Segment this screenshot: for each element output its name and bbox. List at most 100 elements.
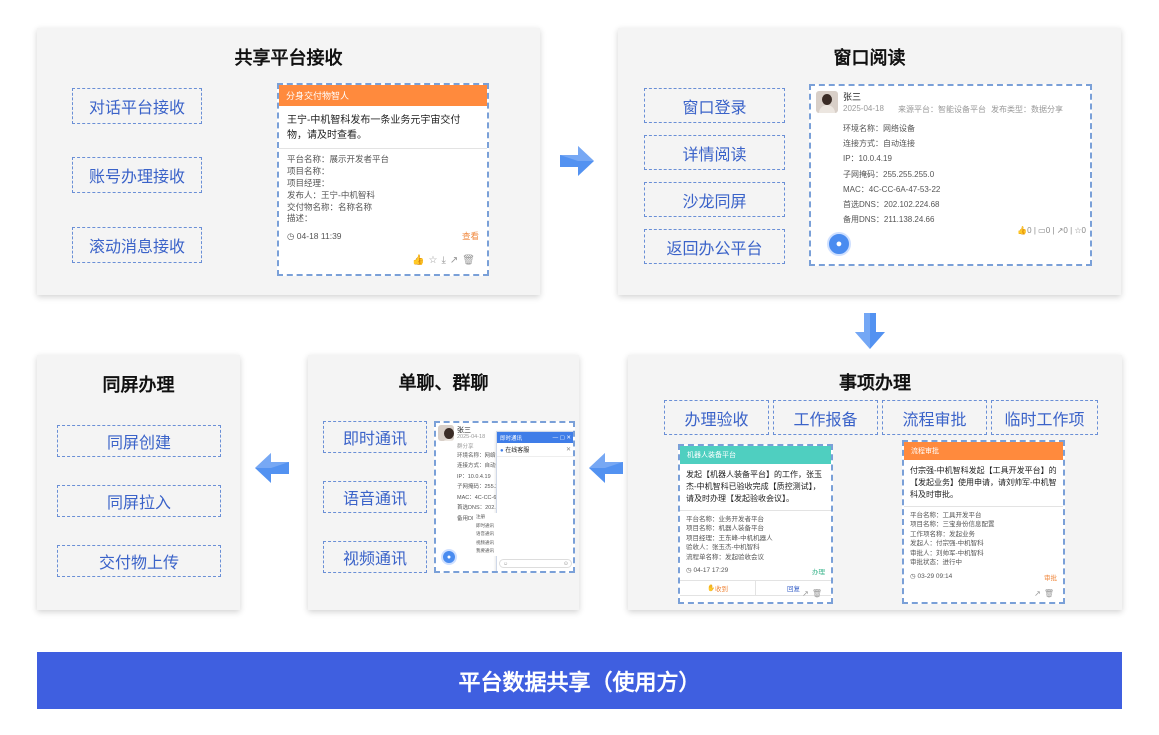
share-icon[interactable]: ↗ xyxy=(1056,226,1064,235)
card-fields: 平台名称：工具开发平台 项目名称：三宝身份信息配置 工作项名称：发起业务 发起人… xyxy=(910,512,995,567)
panel-affairs: 事项办理 办理验收 工作报备 流程审批 临时工作项 机器人装备平台 发起【机器人… xyxy=(628,355,1122,610)
field-platform: 平台名称：展示开发者平台 xyxy=(287,154,390,164)
share-icon[interactable]: ↗ xyxy=(1034,589,1044,598)
trash-icon[interactable]: 🗑 xyxy=(1043,589,1057,598)
field-desc: 描述： xyxy=(287,213,313,224)
field-project: 项目名称： xyxy=(287,165,330,176)
user-name: 张三 xyxy=(843,92,862,102)
chip-dialog-receive[interactable]: 对话平台接收 xyxy=(72,88,202,124)
acceptance-card: 机器人装备平台 发起【机器人装备平台】的工作，张玉杰-中机智科已验收完成【质控测… xyxy=(678,444,833,604)
panel-title: 单聊、群聊 xyxy=(398,373,489,393)
chip-screen-create[interactable]: 同屏创建 xyxy=(57,425,221,457)
field-dns1: 首选DNS：202.102.224.68 xyxy=(843,199,940,209)
chip-acceptance[interactable]: 办理验收 xyxy=(664,400,769,435)
chip-account-receive[interactable]: 账号办理接收 xyxy=(72,157,202,193)
field-dns2: 备用DNS：211.138.24.66 xyxy=(843,215,935,225)
approval-card: 流程审批 付宗强-中机智科发起【工具开发平台】的【发起业务】使用申请，请刘帅军-… xyxy=(902,440,1065,604)
approve-link[interactable]: 审批 xyxy=(1044,574,1057,582)
panel-platform-receive: 共享平台接收 对话平台接收 账号办理接收 滚动消息接收 分身交付物智人 王宁-中… xyxy=(37,28,540,295)
chip-voice-call[interactable]: 语音通讯 xyxy=(323,481,427,513)
star-icon[interactable]: ☆ xyxy=(428,255,442,266)
card-actions: 👍☆⤓↗🗑 xyxy=(412,255,479,266)
publish-date: 2025-04-18 xyxy=(843,104,884,113)
card-footer: ◷ 04-18 11:39 查看 xyxy=(279,230,487,242)
field-mac: MAC：4C-CC-6A-47-53-22 xyxy=(843,184,941,194)
received-button[interactable]: ✋ 收到 xyxy=(680,581,756,596)
share-icon[interactable]: ↗ xyxy=(802,589,812,598)
send-icon[interactable]: ⊙ xyxy=(563,560,568,567)
panel-window-read: 窗口阅读 窗口登录 详情阅读 沙龙同屏 返回办公平台 张三 2025-04-18… xyxy=(618,28,1121,295)
handle-link[interactable]: 办理 xyxy=(812,569,825,577)
chip-work-report[interactable]: 工作报备 xyxy=(773,400,878,435)
menu-item[interactable]: 语音通讯 xyxy=(476,531,494,537)
view-link[interactable]: 查看 xyxy=(461,231,479,242)
menu-item[interactable]: 我要通讯 xyxy=(476,548,494,554)
panel-title: 共享平台接收 xyxy=(234,48,343,68)
field-env: 环境名称：网络设备 xyxy=(843,124,915,133)
chat-popup: 即时通讯 — ▢ ✕ ● 在线客服 ✕ 注册 即时通讯 语音通讯 视频通讯 我要… xyxy=(473,431,573,571)
panel-title: 同屏办理 xyxy=(102,375,175,395)
close-icon[interactable]: ✕ xyxy=(566,434,571,441)
comment-icon[interactable]: ▭ xyxy=(1038,226,1046,235)
chat-bubble-icon[interactable]: ● xyxy=(441,549,457,565)
chip-temp-task[interactable]: 临时工作项 xyxy=(991,400,1098,435)
card-time: ◷ 04-17 17:29 xyxy=(686,567,729,575)
chip-scroll-receive[interactable]: 滚动消息接收 xyxy=(72,227,202,263)
card-header: 分身交付物智人 xyxy=(279,85,487,106)
chip-return-office[interactable]: 返回办公平台 xyxy=(644,229,785,264)
chip-detail-read[interactable]: 详情阅读 xyxy=(644,135,785,170)
arrow-down-icon xyxy=(855,313,885,349)
card-fields: 平台名称：业务开发者平台 项目名称：机器人装备平台 项目经理：王东峰-中机机器人… xyxy=(686,516,773,561)
popup-titlebar: 即时通讯 — ▢ ✕ xyxy=(497,432,573,443)
platform-data-share-bar: 平台数据共享（使用方） xyxy=(37,652,1122,709)
arrow-left-icon xyxy=(589,453,623,483)
star-icon[interactable]: ☆ xyxy=(1074,226,1082,235)
card-buttons: ✋ 收到 回复 xyxy=(680,580,831,597)
chip-instant-msg[interactable]: 即时通讯 xyxy=(323,421,427,453)
card-header: 机器人装备平台 xyxy=(680,446,831,464)
notification-card: 分身交付物智人 王宁-中机智科发布一条业务元宇宙交付物，请及时查看。 平台名称：… xyxy=(277,83,489,276)
card-actions: ↗🗑 xyxy=(1034,589,1057,598)
reply-button[interactable]: 回复 xyxy=(787,586,800,594)
stats-row: 👍0 | ▭0 | ↗0 | ☆0 xyxy=(1017,226,1086,235)
minimize-icon[interactable]: — xyxy=(552,434,559,441)
field-connect: 连接方式：自动连接 xyxy=(843,139,915,149)
menu-item[interactable]: 注册 xyxy=(476,514,485,519)
thumb-up-icon[interactable]: 👍 xyxy=(412,255,429,266)
service-icon: ● xyxy=(500,448,504,454)
card-actions: ↗🗑 xyxy=(802,589,825,598)
panel-same-screen: 同屏办理 同屏创建 同屏拉入 交付物上传 xyxy=(37,355,240,610)
user-name: 张三 xyxy=(457,427,471,434)
arrow-right-icon xyxy=(560,146,594,176)
card-header: 流程审批 xyxy=(904,442,1063,460)
share-type: 群分享 xyxy=(457,444,474,450)
emoji-icon[interactable]: ☺ xyxy=(503,560,509,567)
panel-title: 窗口阅读 xyxy=(833,48,906,68)
chip-video-call[interactable]: 视频通讯 xyxy=(323,541,427,573)
publish-date: 2025-04-18 xyxy=(457,434,486,440)
download-icon[interactable]: ⤓ xyxy=(441,255,450,266)
trash-icon[interactable]: 🗑 xyxy=(811,589,825,598)
chip-window-login[interactable]: 窗口登录 xyxy=(644,88,785,123)
chip-deliverable-upload[interactable]: 交付物上传 xyxy=(57,545,221,577)
chat-bubble-icon[interactable]: ● xyxy=(827,232,851,256)
menu-item[interactable]: 视频通讯 xyxy=(476,539,494,545)
maximize-icon[interactable]: ▢ xyxy=(559,434,565,441)
trash-icon[interactable]: 🗑 xyxy=(462,255,479,266)
clock-icon: ◷ xyxy=(287,230,295,241)
share-icon[interactable]: ↗ xyxy=(449,255,463,266)
chip-salon-screen[interactable]: 沙龙同屏 xyxy=(644,182,785,217)
popup-input[interactable]: ☺⊙ xyxy=(499,559,572,568)
avatar xyxy=(816,91,838,113)
detail-card: 张三 2025-04-18 来源平台：智能设备平台 发布类型：数据分享 环境名称… xyxy=(809,84,1092,266)
popup-menu: 注册 即时通讯 语音通讯 视频通讯 我要通讯 xyxy=(473,513,507,556)
avatar xyxy=(438,425,454,441)
like-icon[interactable]: 👍 xyxy=(1017,226,1028,235)
chip-screen-join[interactable]: 同屏拉入 xyxy=(57,485,221,517)
chip-process-approve[interactable]: 流程审批 xyxy=(882,400,987,435)
menu-item[interactable]: 即时通讯 xyxy=(476,522,494,528)
card-footer: ◷ 03-29 09:14 审批 xyxy=(904,572,1063,582)
card-time: ◷ 03-29 09:14 xyxy=(910,572,953,580)
close-icon[interactable]: ✕ xyxy=(565,447,571,453)
popup-service-row: ● 在线客服 ✕ xyxy=(497,443,573,457)
